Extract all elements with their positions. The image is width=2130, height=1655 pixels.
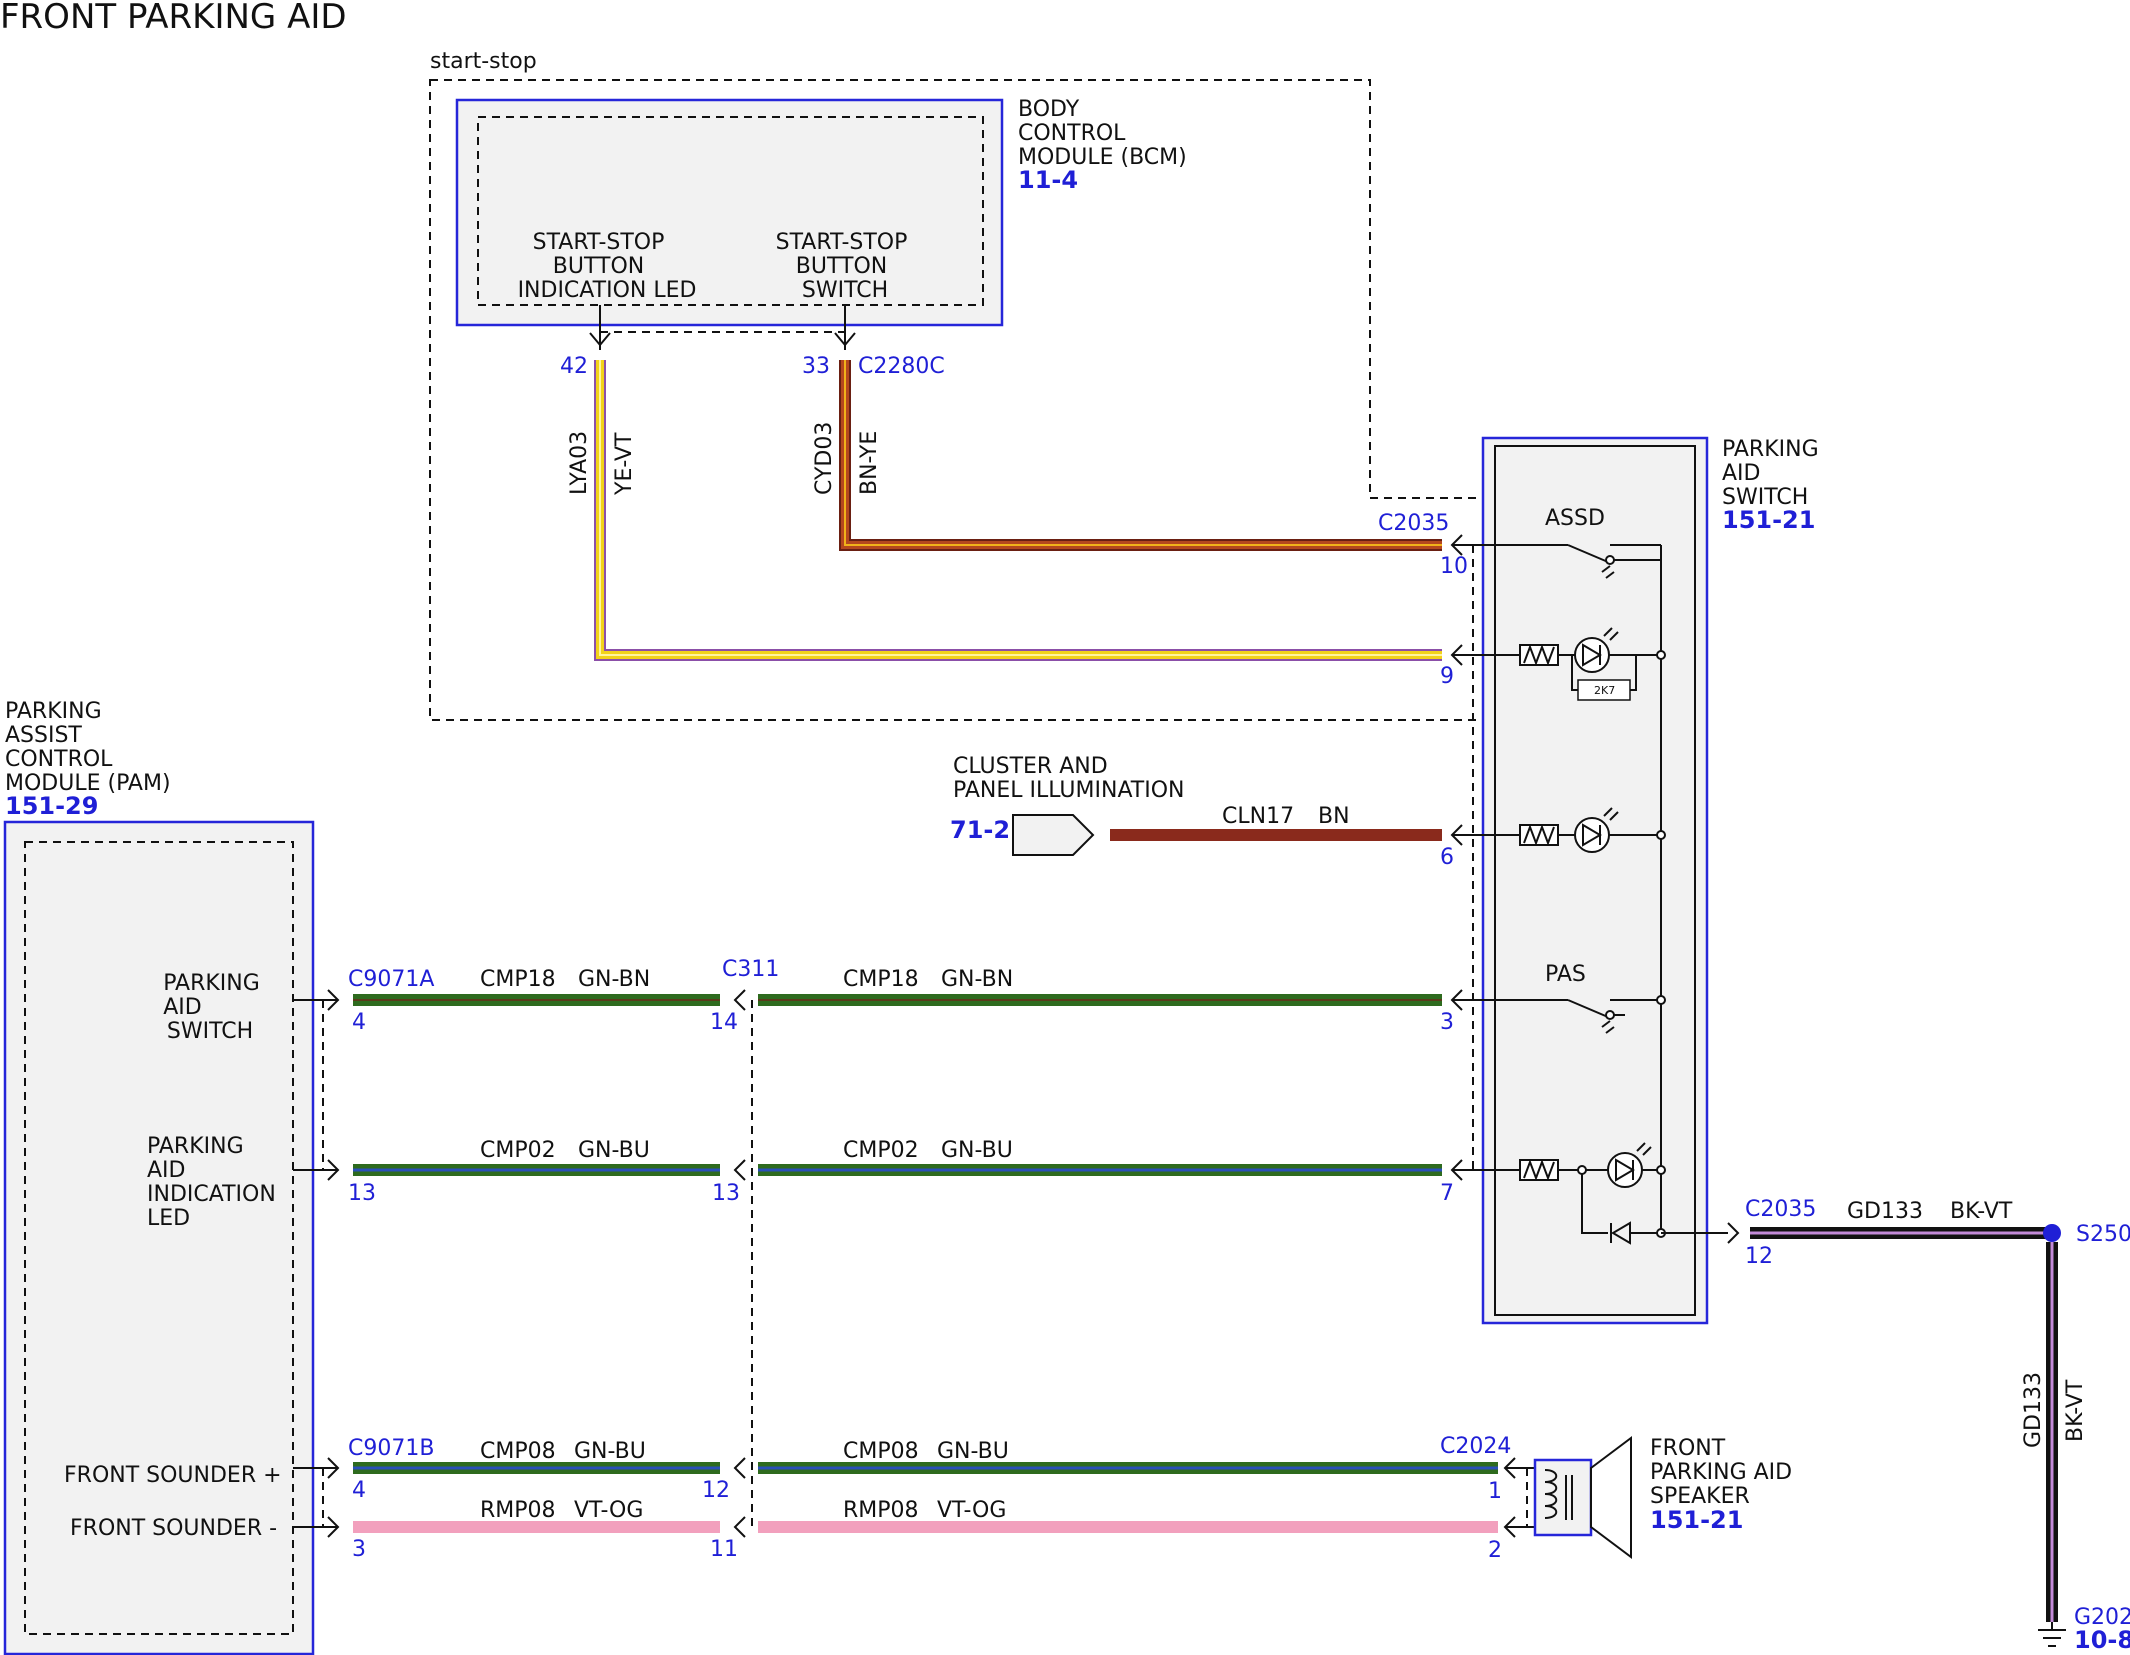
c311-pin-11: 11 xyxy=(710,1537,738,1562)
ground-g202: G202 xyxy=(2074,1605,2130,1630)
pam-ref: 151-29 xyxy=(5,792,98,820)
connector-c2035: C2035 xyxy=(1378,511,1449,536)
connector-c2024: C2024 xyxy=(1440,1434,1511,1459)
wire-cmp02-a-color: GN-BU xyxy=(578,1138,650,1163)
pin-7: 7 xyxy=(1440,1181,1454,1206)
wire-cmp08-a-circuit: CMP08 xyxy=(480,1439,556,1464)
wire-cyd03-color: BN-YE xyxy=(857,431,882,495)
bcm-module: START-STOP BUTTON INDICATION LED START-S… xyxy=(455,98,1004,327)
c9071b-pin-4: 4 xyxy=(352,1478,366,1503)
wire-cmp02-b-circuit: CMP02 xyxy=(843,1138,919,1163)
wire-cln17-color: BN xyxy=(1318,804,1350,829)
speaker-ref: 151-21 xyxy=(1650,1506,1743,1534)
c311-pin-12: 12 xyxy=(702,1478,730,1503)
c311-pin-14: 14 xyxy=(710,1010,738,1035)
pin-10: 10 xyxy=(1440,554,1468,579)
assd-label: ASSD xyxy=(1545,506,1605,531)
cluster-connector-shape xyxy=(1012,814,1095,856)
bcm-switch-label: START-STOP BUTTON SWITCH xyxy=(776,230,915,303)
cluster-name: CLUSTER AND PANEL ILLUMINATION xyxy=(953,754,1185,803)
wire-cmp08-a-color: GN-BU xyxy=(574,1439,646,1464)
connector-c311: C311 xyxy=(722,957,779,982)
pam-sounder-minus-label: FRONT SOUNDER - xyxy=(70,1516,277,1541)
start-stop-label: start-stop xyxy=(430,49,537,74)
wire-cln17-circuit: CLN17 xyxy=(1222,804,1294,829)
wire-cmp08-b-circuit: CMP08 xyxy=(843,1439,919,1464)
speaker-name: FRONT PARKING AID SPEAKER xyxy=(1650,1436,1799,1509)
wire-cmp18-a-circuit: CMP18 xyxy=(480,967,556,992)
parking-aid-switch-ref: 151-21 xyxy=(1722,506,1815,534)
pam-switch-label: PARKING AID SWITCH xyxy=(163,971,267,1044)
wire-rmp08-a-color: VT-OG xyxy=(574,1498,643,1523)
pas-label: PAS xyxy=(1545,962,1586,987)
wire-cmp02-a-circuit: CMP02 xyxy=(480,1138,556,1163)
c2035-pin-12: 12 xyxy=(1745,1244,1773,1269)
pin-9: 9 xyxy=(1440,664,1454,689)
ground-ref: 10-8 xyxy=(2074,1626,2130,1654)
connector-c2035-ground: C2035 xyxy=(1745,1197,1816,1222)
pam-module xyxy=(3,820,315,1655)
wire-rmp08-a-circuit: RMP08 xyxy=(480,1498,556,1523)
pin-3: 3 xyxy=(1440,1010,1454,1035)
wire-gd133-v-color: BK-VT xyxy=(2063,1379,2088,1442)
pam-led-label: PARKING AID INDICATION LED xyxy=(147,1134,283,1231)
pin-6: 6 xyxy=(1440,845,1454,870)
bcm-name: BODY CONTROL MODULE (BCM) xyxy=(1018,97,1187,170)
c311-pin-13: 13 xyxy=(712,1181,740,1206)
wire-cyd03-circuit: CYD03 xyxy=(812,422,837,495)
connector-c2280c: C2280C xyxy=(858,354,945,379)
c9071a-pin-13: 13 xyxy=(348,1181,376,1206)
wire-rmp08-b-color: VT-OG xyxy=(937,1498,1006,1523)
wire-cmp18-b-color: GN-BN xyxy=(941,967,1013,992)
resistor-2k7-label: 2K7 xyxy=(1594,684,1615,697)
wire-lya03-circuit: LYA03 xyxy=(567,431,592,495)
wire-rmp08-b-circuit: RMP08 xyxy=(843,1498,919,1523)
bcm-ref: 11-4 xyxy=(1018,166,1078,194)
wire-cmp18-a-color: GN-BN xyxy=(578,967,650,992)
bcm-led-label: START-STOP BUTTON INDICATION LED xyxy=(518,230,697,303)
splice-s250 xyxy=(2043,1224,2061,1242)
front-parking-aid-speaker xyxy=(1533,1436,1632,1559)
connector-c9071b: C9071B xyxy=(348,1436,434,1461)
c9071b-pin-3: 3 xyxy=(352,1537,366,1562)
ground-symbol xyxy=(2038,1622,2066,1647)
bcm-pin-42: 42 xyxy=(560,354,588,379)
pam-sounder-plus-label: FRONT SOUNDER + xyxy=(64,1463,282,1488)
page-title: FRONT PARKING AID xyxy=(0,0,347,37)
wire-gd133-h-color: BK-VT xyxy=(1950,1199,2013,1224)
cluster-ref: 71-2 xyxy=(950,816,1010,844)
wire-cyd03 xyxy=(839,360,1442,551)
wire-gd133-v-circuit: GD133 xyxy=(2021,1372,2046,1448)
c2024-pin-1: 1 xyxy=(1488,1479,1502,1504)
c9071a-pin-4: 4 xyxy=(352,1010,366,1035)
wire-lya03 xyxy=(594,360,1442,661)
wire-gd133-h-circuit: GD133 xyxy=(1847,1199,1923,1224)
pam-name: PARKING ASSIST CONTROL MODULE (PAM) xyxy=(5,699,171,796)
wire-cmp08-b-color: GN-BU xyxy=(937,1439,1009,1464)
bcm-pin-33: 33 xyxy=(802,354,830,379)
c2024-pin-2: 2 xyxy=(1488,1538,1502,1563)
parking-aid-switch-name: PARKING AID SWITCH xyxy=(1722,437,1826,510)
wire-cmp02-b-color: GN-BU xyxy=(941,1138,1013,1163)
splice-s250-label: S250 xyxy=(2076,1222,2130,1247)
parking-aid-switch-module xyxy=(1481,436,1709,1325)
connector-c9071a: C9071A xyxy=(348,967,434,992)
wire-cmp18-b-circuit: CMP18 xyxy=(843,967,919,992)
wire-lya03-color: YE-VT xyxy=(612,432,637,496)
